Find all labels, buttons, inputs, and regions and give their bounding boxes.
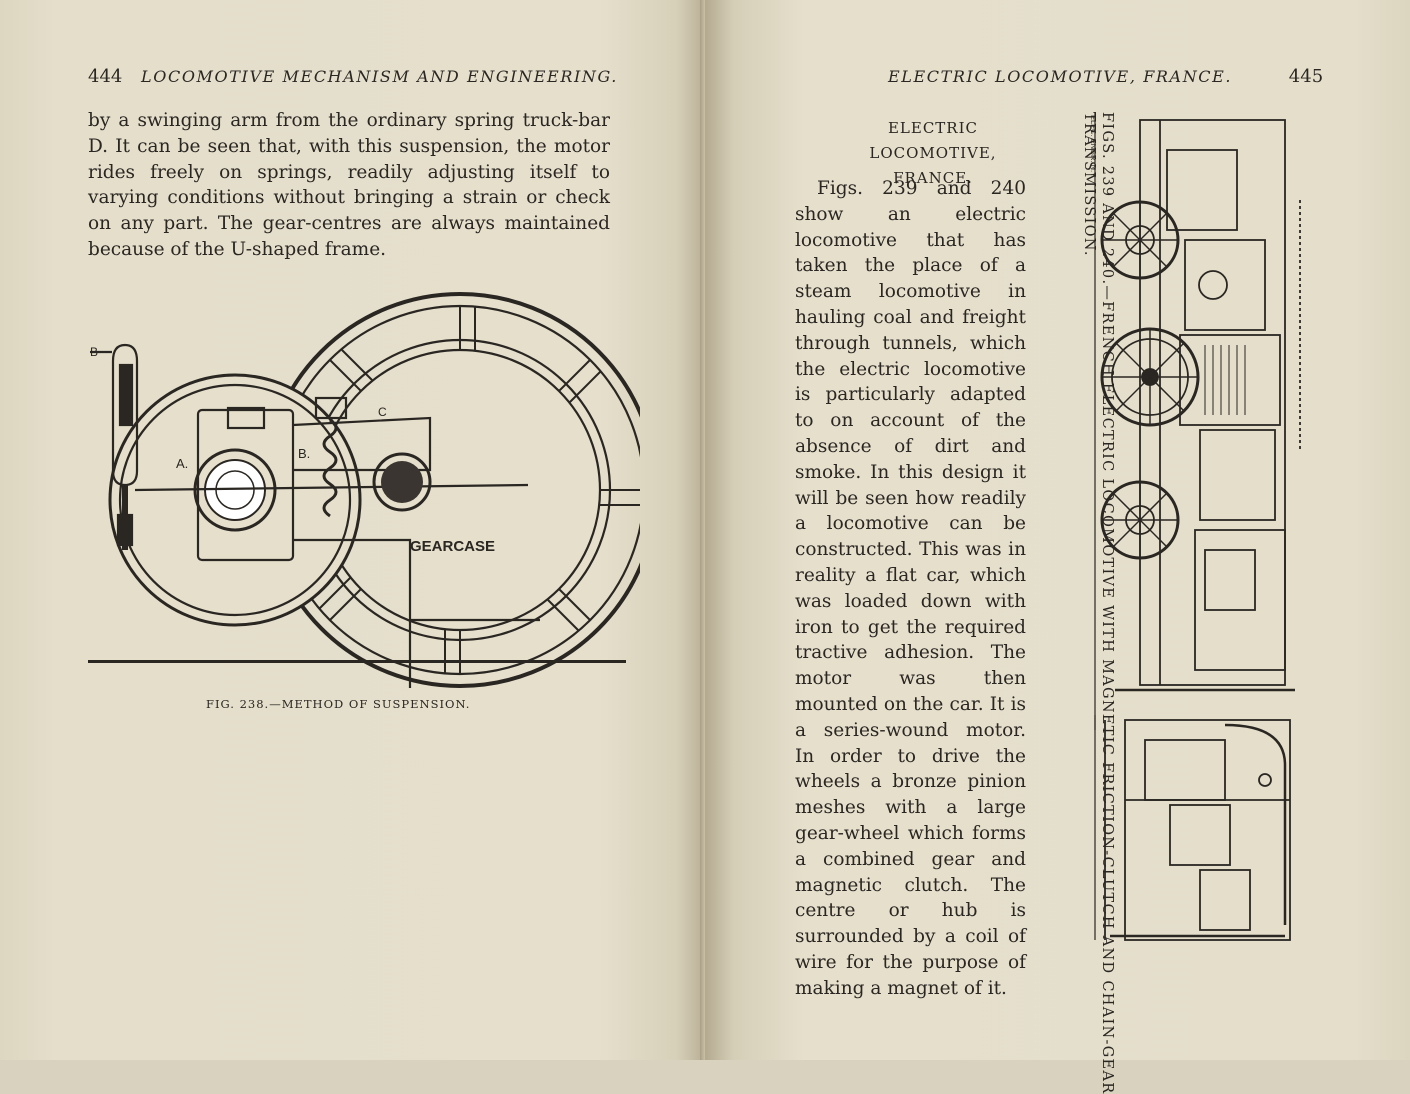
section-heading-line1: ELECTRIC LOCOMOTIVE, bbox=[869, 119, 997, 162]
vertical-caption-line2: TRANSMISSION. bbox=[1081, 112, 1097, 257]
left-page: 444 LOCOMOTIVE MECHANISM AND ENGINEERING… bbox=[0, 0, 705, 1060]
right-paragraph: Figs. 239 and 240 show an electric locom… bbox=[795, 178, 1026, 999]
left-paragraph: by a swinging arm from the ordinary spri… bbox=[88, 110, 610, 260]
figure-label-a: A. bbox=[176, 456, 188, 471]
figures-239-240-caption: FIGS. 239 AND 240.—FRENCH ELECTRIC LOCOM… bbox=[1080, 112, 1116, 1094]
figure-238-caption: FIG. 238.—METHOD OF SUSPENSION. bbox=[206, 697, 471, 711]
right-running-head: ELECTRIC LOCOMOTIVE, FRANCE. 445 bbox=[888, 66, 1323, 87]
right-page: ELECTRIC LOCOMOTIVE, FRANCE. 445 ELECTRI… bbox=[705, 0, 1410, 1094]
vertical-caption-line1: FIGS. 239 AND 240.—FRENCH ELECTRIC LOCOM… bbox=[1099, 112, 1115, 1094]
figure-label-c: C bbox=[378, 405, 387, 419]
figure-label-gearcase: GEARCASE bbox=[410, 538, 495, 555]
engraver-mark: ELEC. ENGR. N.Y. bbox=[1089, 115, 1098, 178]
section-heading-line2: FRANCE. bbox=[893, 169, 973, 187]
figure-label-b-top: B bbox=[90, 345, 98, 359]
figure-label-b-mid: B. bbox=[298, 446, 310, 461]
left-page-number: 444 bbox=[88, 66, 123, 87]
suspension-figure: B A. B. C GEARCASE bbox=[90, 292, 640, 688]
right-running-title: ELECTRIC LOCOMOTIVE, FRANCE. bbox=[888, 67, 1233, 86]
locomotive-figure: ELEC. ENGR. N.Y. bbox=[1089, 112, 1301, 941]
left-running-title: LOCOMOTIVE MECHANISM AND ENGINEERING. bbox=[141, 67, 618, 86]
figure-base-rule bbox=[88, 660, 626, 663]
right-page-number: 445 bbox=[1288, 66, 1324, 87]
section-heading: ELECTRIC LOCOMOTIVE, FRANCE. bbox=[825, 116, 1041, 191]
left-running-head: 444 LOCOMOTIVE MECHANISM AND ENGINEERING… bbox=[88, 66, 618, 87]
